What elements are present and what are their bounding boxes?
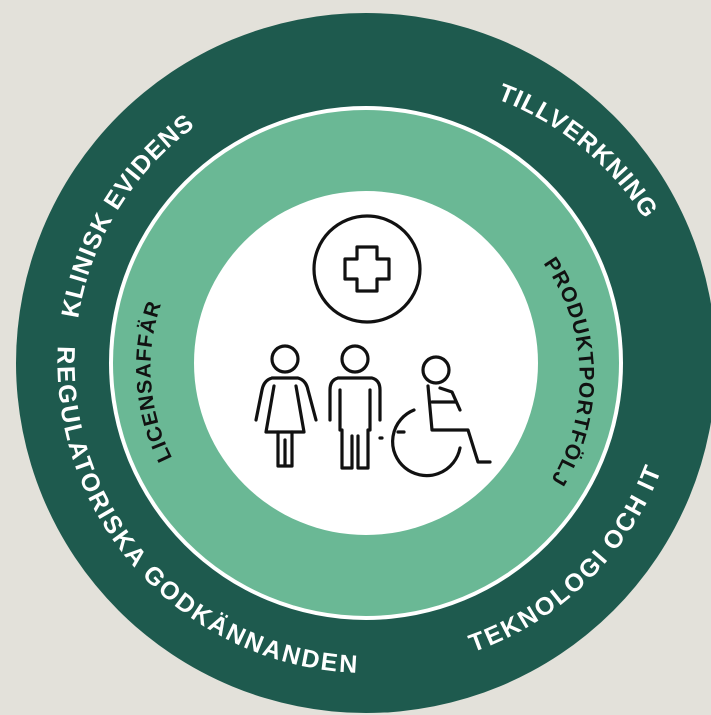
man-icon bbox=[328, 344, 382, 470]
woman-icon bbox=[254, 344, 318, 468]
wheelchair-user-icon bbox=[378, 355, 492, 478]
medical-cross-icon bbox=[312, 214, 422, 324]
